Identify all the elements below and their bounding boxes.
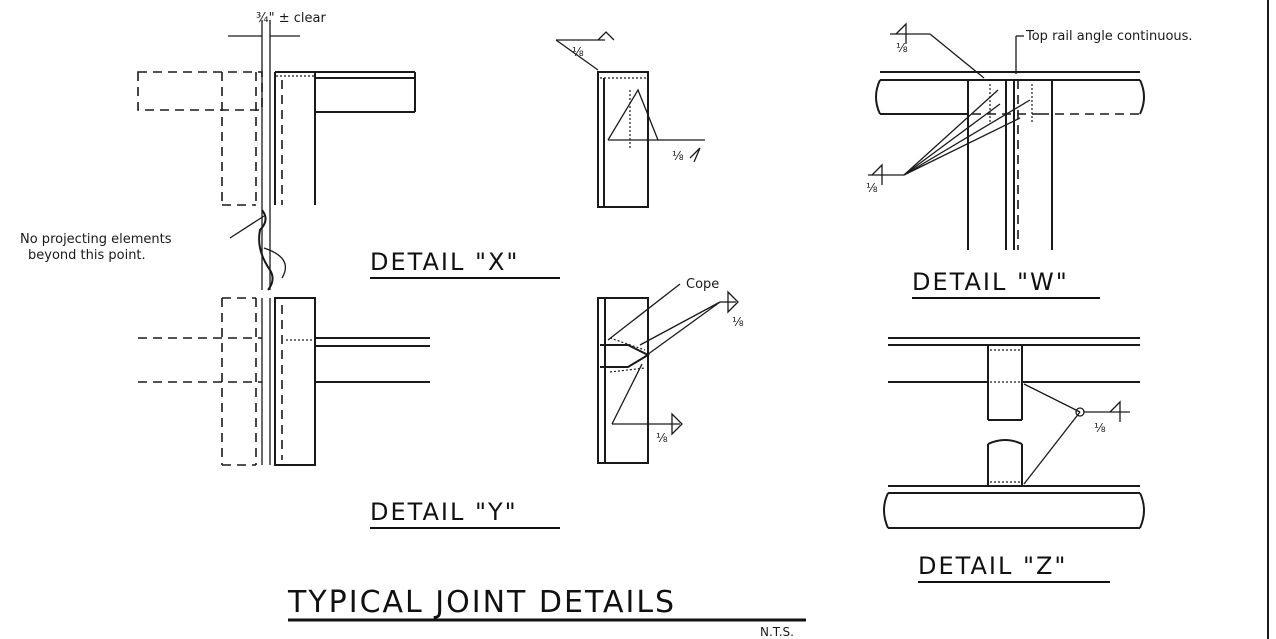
cope-note: Cope — [686, 277, 719, 292]
detail-z-drawing: ⅛ — [883, 337, 1145, 529]
main-title: TYPICAL JOINT DETAILS — [287, 585, 676, 620]
detail-w-title: DETAIL "W" — [912, 268, 1069, 296]
weld-size-x2: ⅛ — [672, 149, 684, 163]
detail-z-title: DETAIL "Z" — [918, 552, 1067, 580]
detail-y-drawing — [138, 297, 430, 466]
detail-x-title: DETAIL "X" — [370, 248, 519, 276]
detail-y-title: DETAIL "Y" — [370, 498, 518, 526]
weld-size-x1: ⅛ — [572, 45, 584, 59]
detail-y-section: Cope ⅛ ⅛ — [597, 277, 744, 464]
detail-x-section: ⅛ ⅛ — [555, 31, 705, 208]
rail-note: Top rail angle continuous. — [1025, 29, 1193, 44]
weld-size-y2: ⅛ — [656, 431, 668, 445]
weld-size-z1: ⅛ — [1094, 421, 1106, 435]
clear-note: ¾" ± clear — [256, 11, 326, 26]
detail-x-drawing: ¾" ± clear — [137, 11, 416, 291]
weld-size-y1: ⅛ — [732, 315, 744, 329]
projection-note-line2: beyond this point. — [28, 248, 146, 263]
weld-size-w1: ⅛ — [896, 41, 908, 55]
weld-size-w2: ⅛ — [866, 181, 878, 195]
projection-note-line1: No projecting elements — [20, 232, 172, 247]
detail-w-drawing: ⅛ Top rail angle continuous. ⅛ — [866, 22, 1193, 250]
scale-note: N.T.S. — [760, 625, 794, 639]
